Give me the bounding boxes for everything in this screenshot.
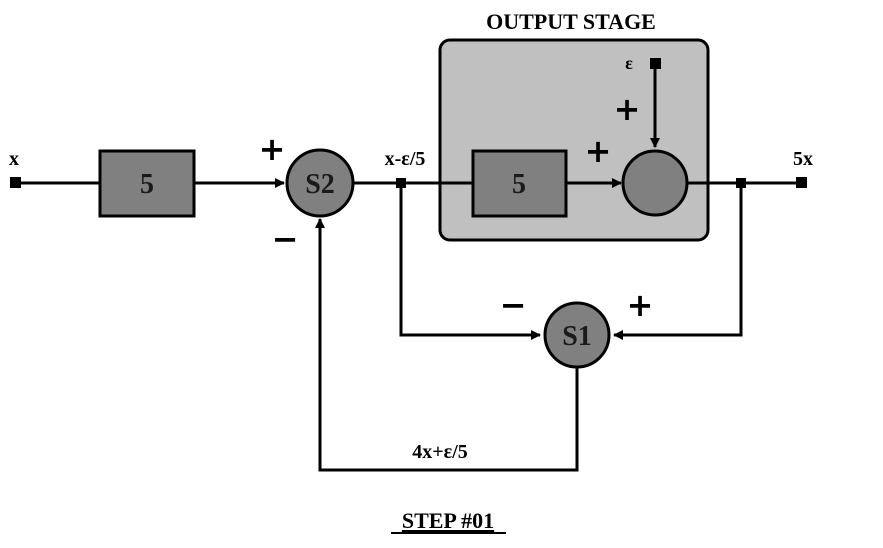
output-stage-summer [621,149,689,217]
step-label: STEP #01 [402,508,494,533]
junction-node-s2 [396,178,406,188]
label-epsilon: ε [625,53,633,73]
label-output-5x: 5x [793,148,813,170]
gain-block-input: 5 [98,149,196,218]
summer-s2-label: S2 [305,169,335,200]
gain-block-input-label: 5 [140,169,154,200]
summer-s1: S1 [543,301,611,369]
summer-s1-label: S1 [562,321,592,352]
wire-tap-to-s1 [399,183,541,340]
input-terminal [10,177,21,188]
label-x-minus-eps: x-ε/5 [385,148,426,170]
gain-block-output-stage-label: 5 [512,169,526,200]
sign-sum-left-plus: + [585,132,612,170]
wire-s1-feedback [315,218,579,472]
label-feedback: 4x+ε/5 [412,441,468,463]
sign-s2-minus: − [272,220,299,258]
label-input-x: x [9,148,19,170]
output-stage-title: OUTPUT STAGE [486,9,656,34]
output-terminal [796,177,807,188]
sign-s1-minus: − [500,286,527,324]
wire-output-to-s1 [613,183,743,340]
epsilon-terminal [650,58,661,69]
sign-s1-plus: + [627,286,654,324]
sign-s2-plus: + [259,130,286,168]
sign-sum-top-plus: + [614,90,641,128]
junction-node-output [736,178,746,188]
summer-s2: S2 [285,148,355,218]
gain-block-output-stage: 5 [471,149,568,218]
